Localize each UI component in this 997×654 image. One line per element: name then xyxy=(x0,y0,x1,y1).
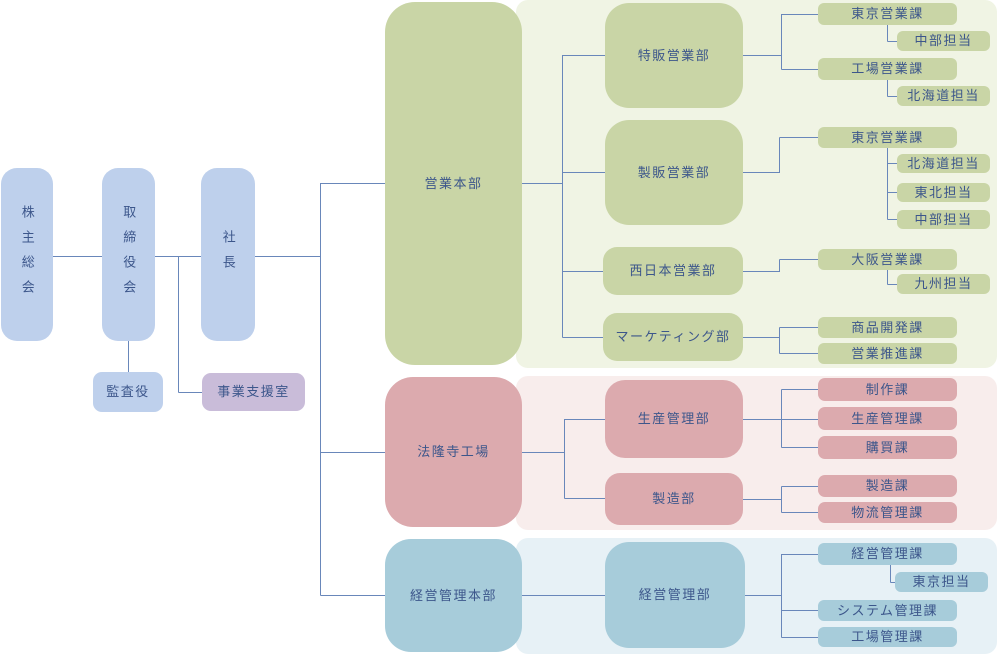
node-sec-purchasing: 購買課 xyxy=(818,436,957,459)
node-sec-factory-control: 工場管理課 xyxy=(818,627,957,647)
node-dept-admin: 経営管理部 xyxy=(605,542,745,648)
node-sub-hokkaido-1: 北海道担当 xyxy=(897,86,990,106)
node-sub-tohoku: 東北担当 xyxy=(897,183,990,202)
node-sub-tokyo-tanto: 東京担当 xyxy=(895,572,988,592)
node-dept-marketing: マーケティング部 xyxy=(603,313,743,361)
node-dept-west-japan-sales: 西日本営業部 xyxy=(603,247,743,295)
node-sec-manufacturing: 製造課 xyxy=(818,475,957,497)
node-horyuji-factory: 法隆寺工場 xyxy=(385,377,522,527)
node-sec-tokyo-sales-2: 東京営業課 xyxy=(818,127,957,148)
node-sec-production-control: 生産管理課 xyxy=(818,407,957,430)
node-sec-seisaku: 制作課 xyxy=(818,378,957,401)
node-sec-factory-sales: 工場営業課 xyxy=(818,58,957,80)
node-sec-osaka-sales: 大阪営業課 xyxy=(818,249,957,270)
node-sec-system-control: システム管理課 xyxy=(818,600,957,621)
node-sub-kyushu: 九州担当 xyxy=(897,274,990,294)
node-president: 社長 xyxy=(201,168,255,341)
node-dept-seihan-sales: 製販営業部 xyxy=(605,120,743,225)
node-sales-hq: 営業本部 xyxy=(385,2,522,365)
node-sec-sales-promotion: 営業推進課 xyxy=(818,343,957,364)
node-sec-logistics-control: 物流管理課 xyxy=(818,502,957,523)
node-board-of-directors: 取締役会 xyxy=(102,168,155,341)
node-admin-hq: 経営管理本部 xyxy=(385,539,522,652)
node-sec-admin: 経営管理課 xyxy=(818,543,957,565)
node-shareholders-meeting: 株主総会 xyxy=(1,168,53,341)
node-sub-chubu-2: 中部担当 xyxy=(897,210,990,229)
node-sub-hokkaido-2: 北海道担当 xyxy=(897,154,990,173)
node-dept-production-control: 生産管理部 xyxy=(605,380,743,458)
node-dept-tokuhan-sales: 特販営業部 xyxy=(605,3,743,108)
node-business-support-office: 事業支援室 xyxy=(202,373,305,411)
node-dept-manufacturing: 製造部 xyxy=(605,473,743,525)
node-auditor: 監査役 xyxy=(93,372,163,412)
node-sub-chubu-1: 中部担当 xyxy=(897,31,990,51)
node-sec-tokyo-sales-1: 東京営業課 xyxy=(818,3,957,25)
node-sec-product-development: 商品開発課 xyxy=(818,317,957,338)
